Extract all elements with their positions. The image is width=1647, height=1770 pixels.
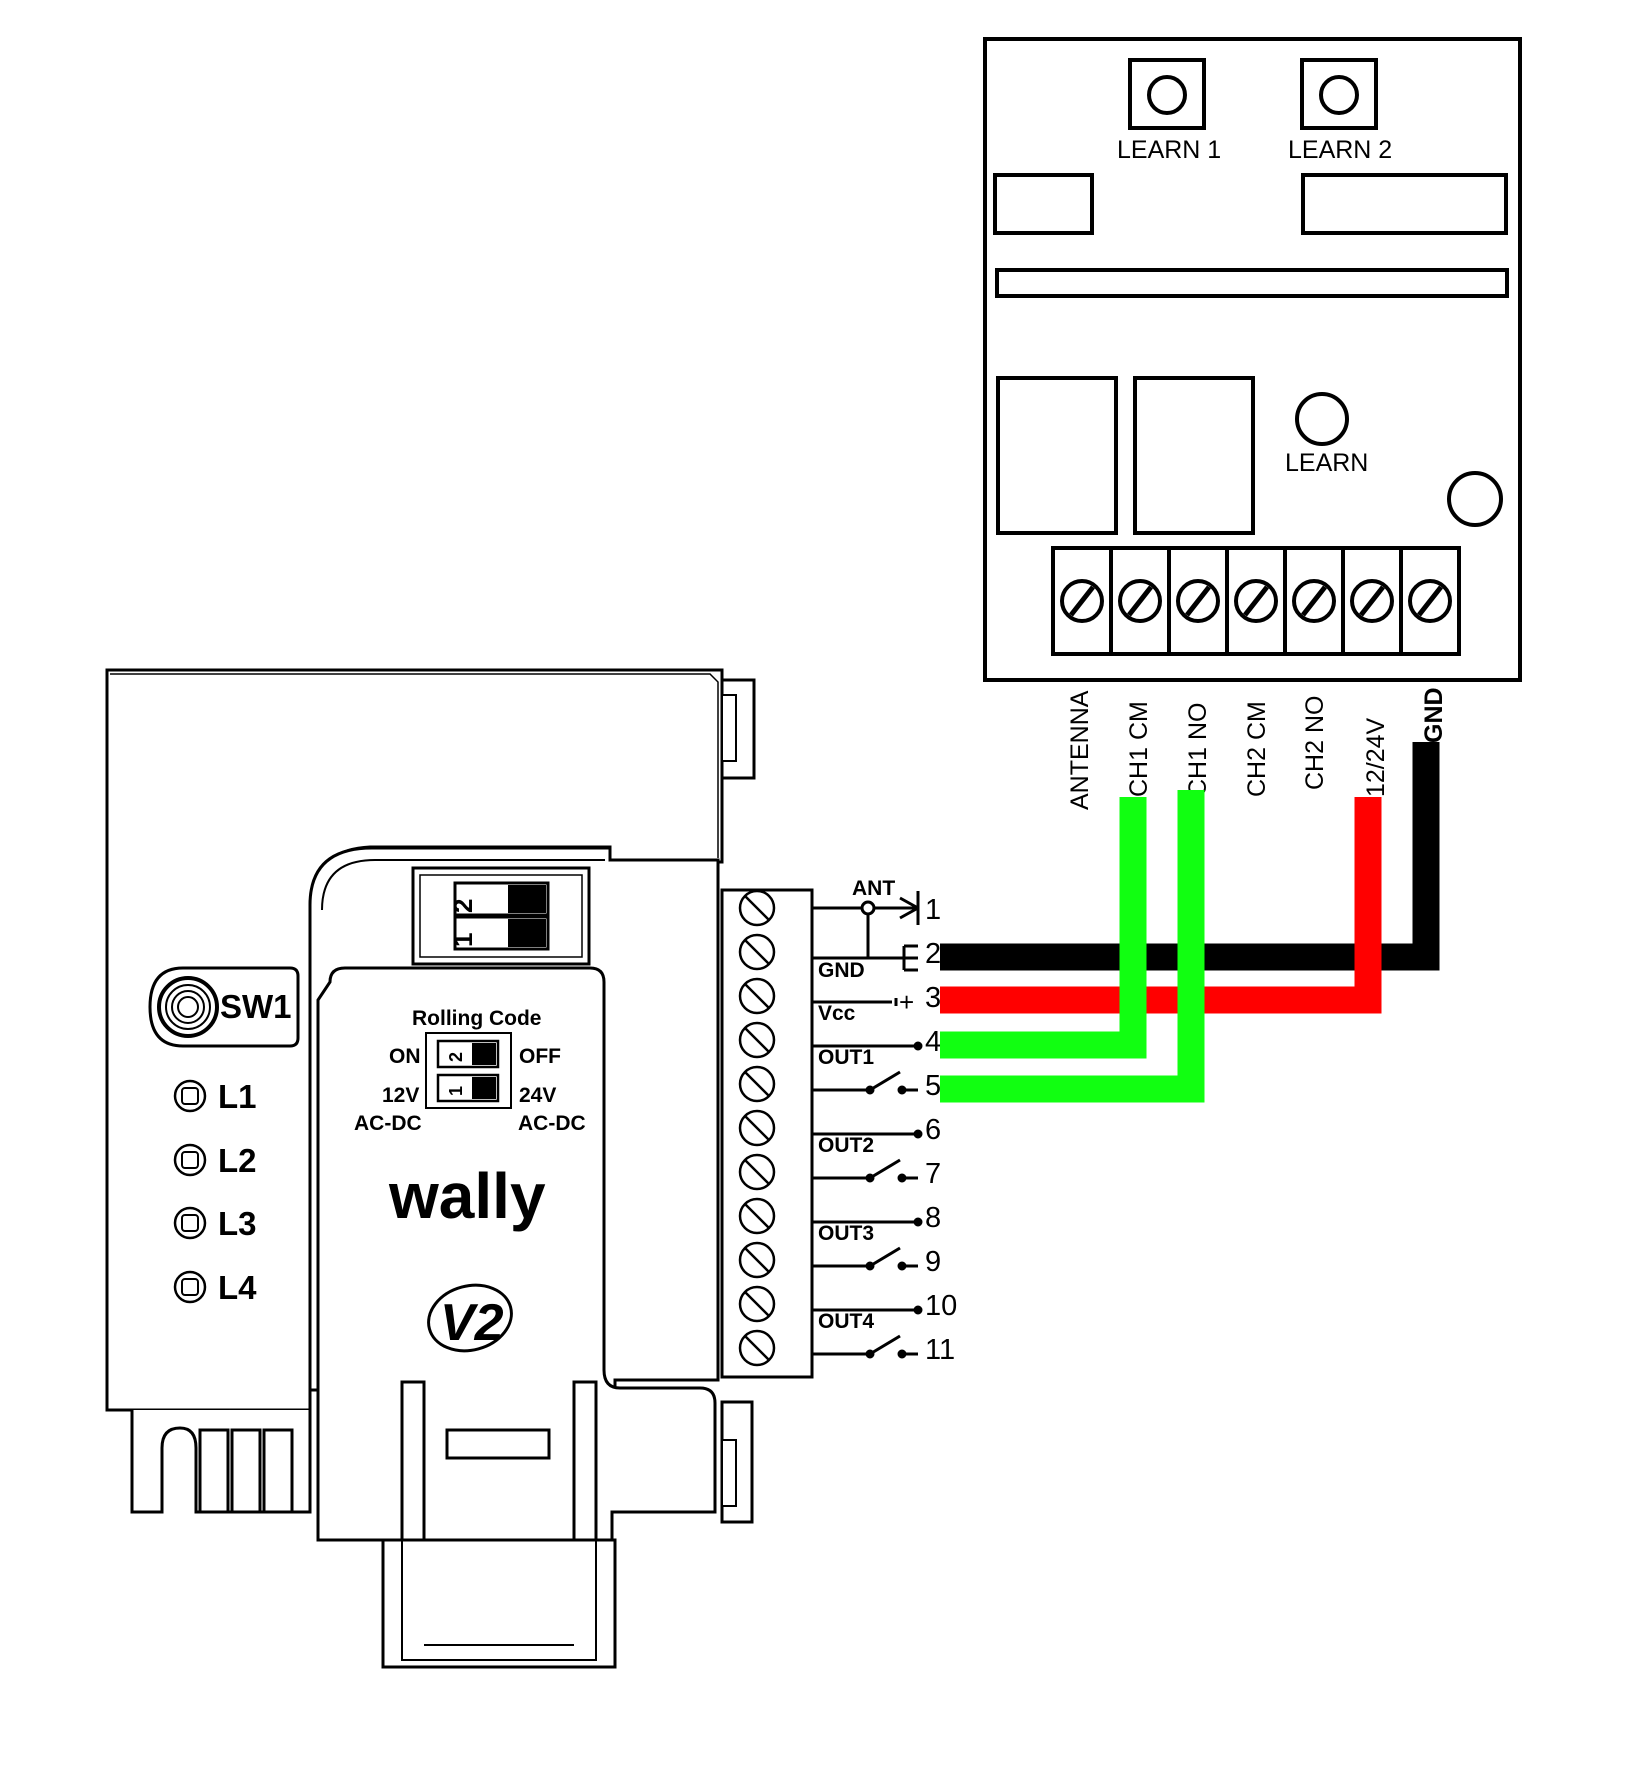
wires <box>940 742 1440 1103</box>
mounting-hole-icon <box>1447 471 1503 527</box>
sw1-label: SW1 <box>220 988 292 1025</box>
receiver-board: LEARN 1 LEARN 2 LEARN ANTENNA CH1 CM CH1… <box>983 37 1522 810</box>
dip-number-2: 2 <box>448 899 478 913</box>
out2-label: OUT2 <box>818 1134 874 1157</box>
terminal-label-antenna: ANTENNA <box>1066 690 1094 810</box>
vcc-label: Vcc <box>818 1002 856 1025</box>
terminal-number: 6 <box>925 1114 941 1146</box>
dip-acdc-left-label: AC-DC <box>354 1112 422 1135</box>
led-label: L1 <box>218 1078 257 1115</box>
sw1-button[interactable]: SW1 <box>148 966 300 1048</box>
led-l2: L2 <box>173 1142 257 1179</box>
screw-slot <box>1417 585 1443 617</box>
dip-12v-label: 12V <box>382 1084 419 1107</box>
led-l4: L4 <box>173 1269 257 1306</box>
screw-slot <box>744 983 770 1009</box>
terminal-number: 3 <box>925 982 941 1014</box>
screw-slot <box>1301 585 1327 617</box>
dip-off-label: OFF <box>519 1045 561 1068</box>
terminal-number: 5 <box>925 1070 941 1102</box>
wire-ch1-cm <box>940 797 1147 1059</box>
screw-slot <box>1359 585 1385 617</box>
terminal-number: 4 <box>925 1026 941 1058</box>
learn-button[interactable] <box>1295 392 1349 446</box>
terminal-label-ch1-no: CH1 NO <box>1184 703 1212 797</box>
dip-number-1: 1 <box>448 933 478 947</box>
learn-label: LEARN <box>1285 449 1368 477</box>
led-label: L4 <box>218 1269 257 1306</box>
screw-slot <box>1243 585 1269 617</box>
rolling-dip-number-2: 2 <box>446 1052 466 1062</box>
terminal-schematic <box>812 891 923 1359</box>
learn1-label: LEARN 1 <box>1117 136 1221 164</box>
learn2-circle-icon <box>1319 75 1359 115</box>
terminal-label-ch2-no: CH2 NO <box>1301 696 1329 790</box>
v2-logo-text: V2 <box>440 1294 504 1352</box>
led-l1: L1 <box>173 1078 257 1115</box>
dip-24v-label: 24V <box>519 1084 556 1107</box>
out3-label: OUT3 <box>818 1222 874 1245</box>
wire-power <box>940 797 1382 1014</box>
controller-housing: 2 1 SW1 L1 L2 L3 <box>105 668 756 1669</box>
screw-slot <box>1185 585 1211 617</box>
screw-slot <box>744 895 770 921</box>
wire-gnd <box>940 742 1440 971</box>
terminal-number: 2 <box>925 938 941 970</box>
label-slot <box>445 1428 551 1460</box>
dip-on-label: ON <box>389 1045 421 1068</box>
screw-slot <box>1069 585 1095 617</box>
screw-slot <box>1127 585 1153 617</box>
terminal-number: 10 <box>925 1290 957 1322</box>
screw-slot <box>744 1027 770 1053</box>
terminal-number: 8 <box>925 1202 941 1234</box>
v2-logo-icon: V2 <box>427 1283 513 1353</box>
out4-label: OUT4 <box>818 1310 874 1333</box>
controller-terminal-block <box>720 888 814 1379</box>
screw-slot <box>744 1335 770 1361</box>
led-label: L2 <box>218 1142 257 1179</box>
led-l3: L3 <box>173 1205 257 1242</box>
component-box <box>993 173 1094 235</box>
terminal-number: 7 <box>925 1158 941 1190</box>
terminal-number: 11 <box>925 1334 955 1366</box>
terminal-label-ch1-cm: CH1 CM <box>1125 701 1153 797</box>
terminal-number: 9 <box>925 1246 941 1278</box>
screw-slot <box>744 1203 770 1229</box>
terminal-number: 1 <box>925 894 941 926</box>
terminal-schematic-labels: ANT GND Vcc + OUT1 OUT2 OUT3 OUT4 1 2 3 4 5 6… <box>818 877 957 1366</box>
learn2-label: LEARN 2 <box>1288 136 1392 164</box>
terminal-label-gnd: GND <box>1420 687 1448 743</box>
relay-1 <box>996 376 1118 535</box>
screw-slot <box>744 1291 770 1317</box>
dip-acdc-right-label: AC-DC <box>518 1112 586 1135</box>
ant-label: ANT <box>852 877 895 900</box>
learn2-button[interactable] <box>1300 58 1378 130</box>
relay-2 <box>1133 376 1255 535</box>
rolling-code-label: Rolling Code <box>412 1007 542 1030</box>
screw-slot <box>744 1159 770 1185</box>
screw-slot <box>744 1115 770 1141</box>
terminal-label-ch2-cm: CH2 CM <box>1243 701 1271 797</box>
screw-slot <box>744 1071 770 1097</box>
terminal-label-12-24v: 12/24V <box>1362 717 1390 797</box>
wire-ch1-no <box>940 790 1205 1103</box>
din-clip <box>381 1538 617 1669</box>
component-box <box>1301 173 1508 235</box>
learn1-circle-icon <box>1147 75 1187 115</box>
receiver-terminal-block <box>1051 546 1461 656</box>
rolling-dip-number-1: 1 <box>446 1086 466 1096</box>
brand-logo: wally <box>388 1160 546 1232</box>
led-label: L3 <box>218 1205 257 1242</box>
receiver-terminal-labels: ANTENNA CH1 CM CH1 NO CH2 CM CH2 NO 12/2… <box>1066 687 1448 810</box>
plus-label: + <box>899 987 914 1017</box>
screw-slot <box>744 939 770 965</box>
component-strip <box>995 268 1509 298</box>
out1-label: OUT1 <box>818 1046 874 1069</box>
gnd-label: GND <box>818 959 865 982</box>
screw-slot <box>744 1247 770 1273</box>
learn1-button[interactable] <box>1128 58 1206 130</box>
